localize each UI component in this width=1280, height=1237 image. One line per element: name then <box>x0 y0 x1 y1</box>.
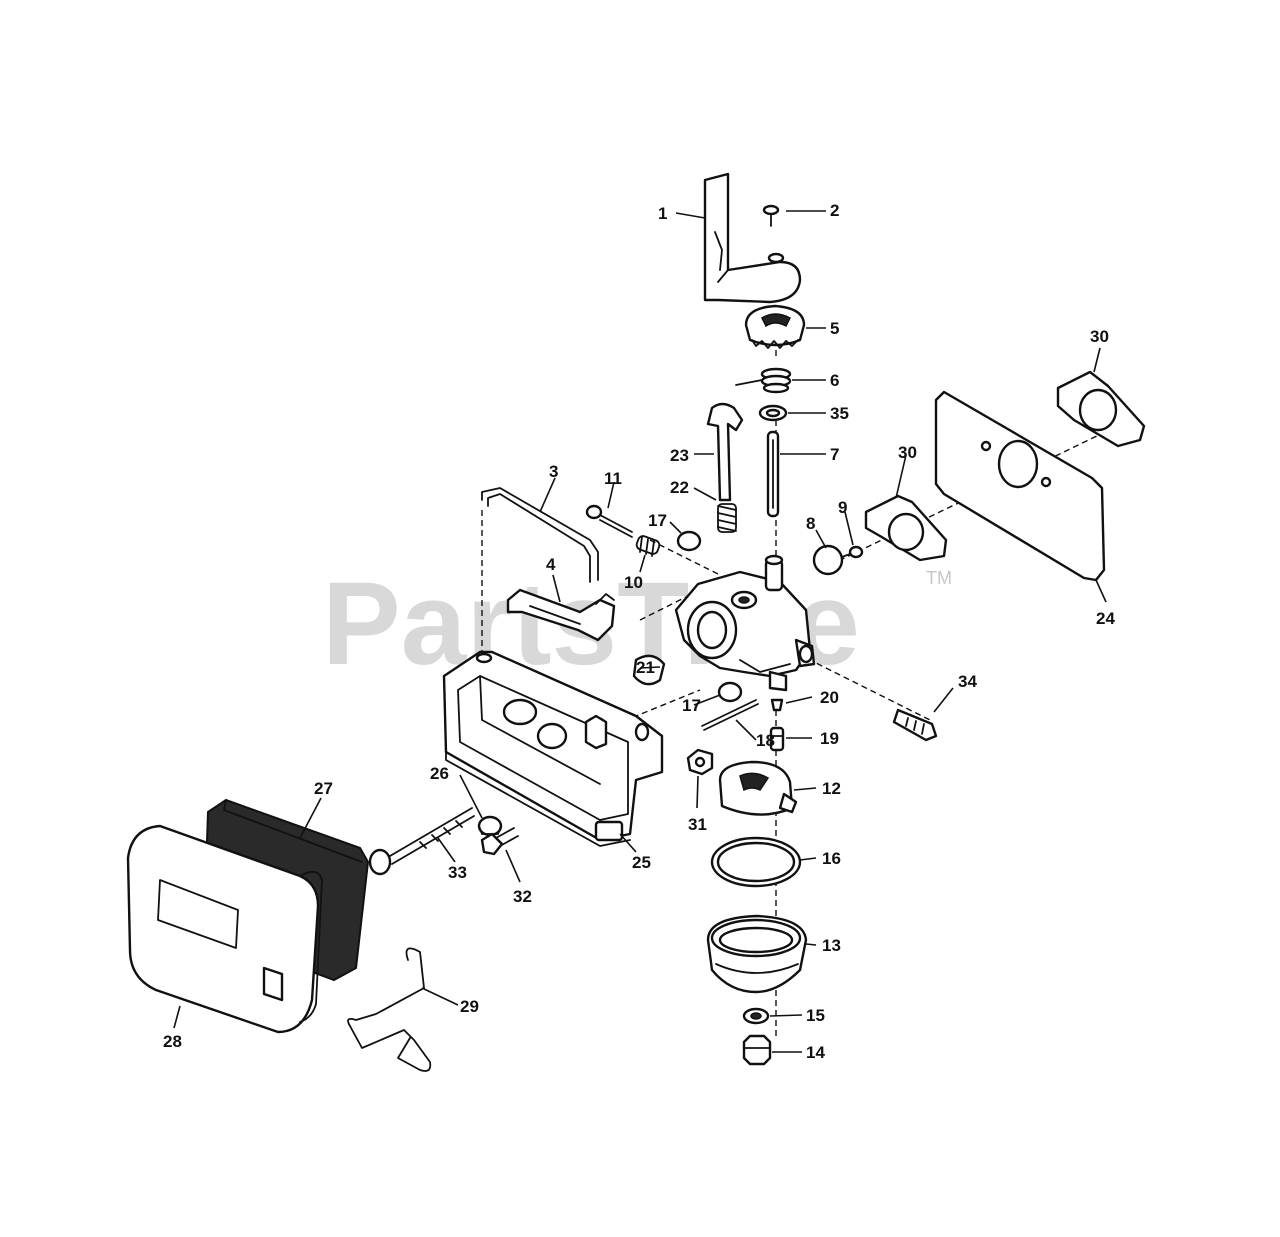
callout-9: 9 <box>838 498 847 517</box>
callout-28: 28 <box>163 1032 182 1051</box>
callout-33: 33 <box>448 863 467 882</box>
part-12-float <box>718 760 798 816</box>
part-11-screw <box>585 504 633 538</box>
callout-2: 2 <box>830 201 839 220</box>
part-35-washer <box>758 404 788 422</box>
part-24-plate <box>934 390 1106 582</box>
part-20-needle <box>770 698 784 712</box>
part-6-spring <box>735 367 792 394</box>
part-32-screw <box>480 827 519 856</box>
part-2-screw <box>762 204 780 227</box>
callout-22: 22 <box>670 478 689 497</box>
part-14-plug <box>742 1034 772 1066</box>
part-19-seat <box>769 726 785 752</box>
callout-25: 25 <box>632 853 651 872</box>
part-23-lever <box>706 402 744 502</box>
callout-7: 7 <box>830 445 839 464</box>
callout-18: 18 <box>756 731 775 750</box>
callout-1: 1 <box>658 204 667 223</box>
callout-29: 29 <box>460 997 479 1016</box>
callout-35: 35 <box>830 404 849 423</box>
part-25-base <box>442 650 664 847</box>
callout-30-upper: 30 <box>1090 327 1109 346</box>
part-1-choke-plate <box>703 172 802 304</box>
leader-lines <box>173 210 1107 1053</box>
part-17-upper-plug <box>676 530 702 552</box>
part-34-screw <box>892 708 938 742</box>
callout-30-lower: 30 <box>898 443 917 462</box>
part-17-lower-plug <box>717 681 743 703</box>
callout-34: 34 <box>958 672 977 691</box>
callout-32: 32 <box>513 887 532 906</box>
callout-17-upper: 17 <box>648 511 667 530</box>
part-15-washer <box>742 1007 770 1025</box>
carburetor-body <box>674 554 816 692</box>
callouts: 1 2 5 6 35 7 23 22 3 11 17 10 4 8 9 30 3… <box>163 201 1115 1062</box>
part-16-oring <box>710 836 802 888</box>
callout-8: 8 <box>806 514 815 533</box>
callout-21: 21 <box>636 658 655 677</box>
callout-16: 16 <box>822 849 841 868</box>
part-3-rod <box>481 487 599 583</box>
part-9-screw <box>841 545 864 559</box>
callout-13: 13 <box>822 936 841 955</box>
callout-26: 26 <box>430 764 449 783</box>
part-7-shaft <box>766 430 780 518</box>
callout-27: 27 <box>314 779 333 798</box>
part-21-diaphragm <box>632 654 666 686</box>
callout-10: 10 <box>624 573 643 592</box>
part-30-gasket-lower <box>864 494 948 562</box>
part-26-spacer <box>477 815 503 837</box>
callout-24: 24 <box>1096 609 1115 628</box>
callout-17-lower: 17 <box>682 696 701 715</box>
part-10-spring <box>635 535 661 557</box>
watermark-tm: TM <box>926 568 952 588</box>
callout-19: 19 <box>820 729 839 748</box>
callout-15: 15 <box>806 1006 825 1025</box>
part-4-bracket <box>506 588 616 642</box>
callout-11: 11 <box>604 469 622 488</box>
callout-31: 31 <box>688 815 707 834</box>
callout-3: 3 <box>549 462 558 481</box>
callout-23: 23 <box>670 446 689 465</box>
part-29-clip <box>347 947 432 1072</box>
part-5-knob <box>744 304 806 349</box>
callout-5: 5 <box>830 319 839 338</box>
part-8-plate <box>812 544 844 576</box>
part-31-nut <box>686 748 714 776</box>
part-33-long-screw <box>368 807 475 876</box>
callout-4: 4 <box>546 555 556 574</box>
part-28-cover <box>126 824 323 1034</box>
callout-6: 6 <box>830 371 839 390</box>
part-13-bowl <box>706 914 808 994</box>
callout-14: 14 <box>806 1043 825 1062</box>
part-18-pin <box>701 699 759 731</box>
part-22-spring <box>717 503 737 533</box>
part-30-gasket-upper <box>1056 370 1146 448</box>
callout-20: 20 <box>820 688 839 707</box>
callout-12: 12 <box>822 779 841 798</box>
